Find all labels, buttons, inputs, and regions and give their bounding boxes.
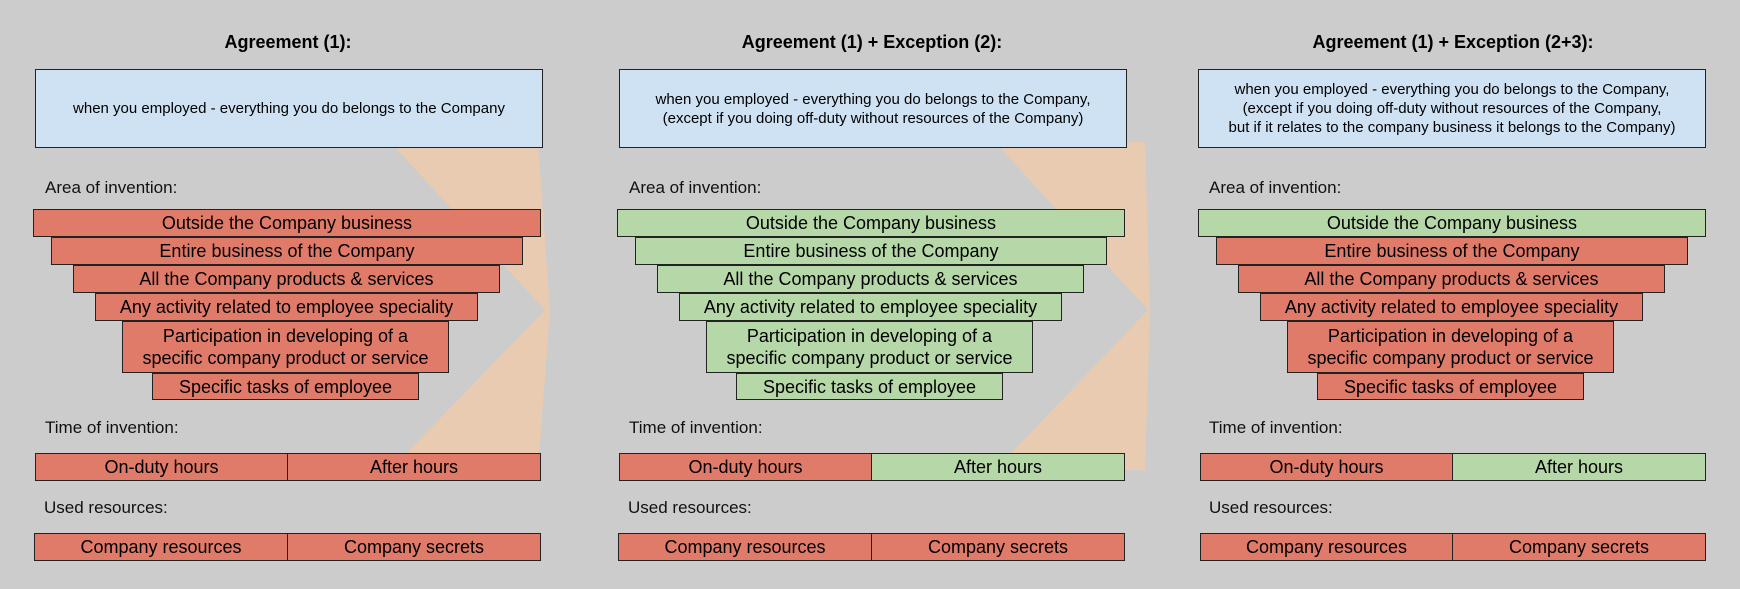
area-label: Area of invention:: [629, 178, 762, 197]
resource-item-company-resources: Company resources: [34, 533, 288, 561]
resource-item-company-secrets: Company secrets: [871, 533, 1125, 561]
time-label: Time of invention:: [1209, 418, 1343, 437]
time-label: Time of invention:: [45, 418, 179, 437]
area-item-entire-business: Entire business of the Company: [51, 237, 523, 265]
time-item-on-duty: On-duty hours: [1200, 453, 1453, 481]
resource-item-company-secrets: Company secrets: [1452, 533, 1706, 561]
area-item-products-services: All the Company products & services: [1238, 265, 1665, 293]
area-item-specific-product: Participation in developing of a specifi…: [1287, 321, 1614, 373]
description-box: when you employed - everything you do be…: [35, 69, 543, 148]
time-item-on-duty: On-duty hours: [619, 453, 872, 481]
time-item-after-hours: After hours: [287, 453, 541, 481]
area-item-products-services: All the Company products & services: [73, 265, 500, 293]
area-item-specific-product: Participation in developing of a specifi…: [706, 321, 1033, 373]
area-item-outside-business: Outside the Company business: [617, 209, 1125, 237]
area-item-specific-product: Participation in developing of a specifi…: [122, 321, 449, 373]
resource-item-company-resources: Company resources: [1200, 533, 1453, 561]
panel-title: Agreement (1) + Exception (2):: [741, 32, 1003, 52]
area-item-specific-tasks: Specific tasks of employee: [736, 373, 1003, 400]
panel-agreement-1: Agreement (1): when you employed - every…: [28, 0, 548, 589]
time-item-after-hours: After hours: [871, 453, 1125, 481]
resource-item-company-resources: Company resources: [618, 533, 872, 561]
panel-agreement-exception-2-3: Agreement (1) + Exception (2+3): when yo…: [1193, 0, 1713, 589]
time-item-on-duty: On-duty hours: [35, 453, 288, 481]
area-item-outside-business: Outside the Company business: [1198, 209, 1706, 237]
time-item-after-hours: After hours: [1452, 453, 1706, 481]
area-item-specific-tasks: Specific tasks of employee: [152, 373, 419, 400]
panel-agreement-exception-2: Agreement (1) + Exception (2): when you …: [612, 0, 1132, 589]
panel-title: Agreement (1) + Exception (2+3):: [1312, 32, 1594, 52]
area-item-employee-speciality: Any activity related to employee special…: [1260, 293, 1643, 321]
resource-item-company-secrets: Company secrets: [287, 533, 541, 561]
resources-label: Used resources:: [628, 498, 752, 517]
area-item-entire-business: Entire business of the Company: [635, 237, 1107, 265]
description-box: when you employed - everything you do be…: [1198, 69, 1706, 148]
area-label: Area of invention:: [45, 178, 178, 197]
area-item-employee-speciality: Any activity related to employee special…: [679, 293, 1062, 321]
area-item-outside-business: Outside the Company business: [33, 209, 541, 237]
area-item-employee-speciality: Any activity related to employee special…: [95, 293, 478, 321]
resources-label: Used resources:: [1209, 498, 1333, 517]
area-item-specific-tasks: Specific tasks of employee: [1317, 373, 1584, 400]
area-label: Area of invention:: [1209, 178, 1342, 197]
panel-title: Agreement (1):: [224, 32, 352, 52]
time-label: Time of invention:: [629, 418, 763, 437]
resources-label: Used resources:: [44, 498, 168, 517]
area-item-products-services: All the Company products & services: [657, 265, 1084, 293]
description-box: when you employed - everything you do be…: [619, 69, 1127, 148]
area-item-entire-business: Entire business of the Company: [1216, 237, 1688, 265]
